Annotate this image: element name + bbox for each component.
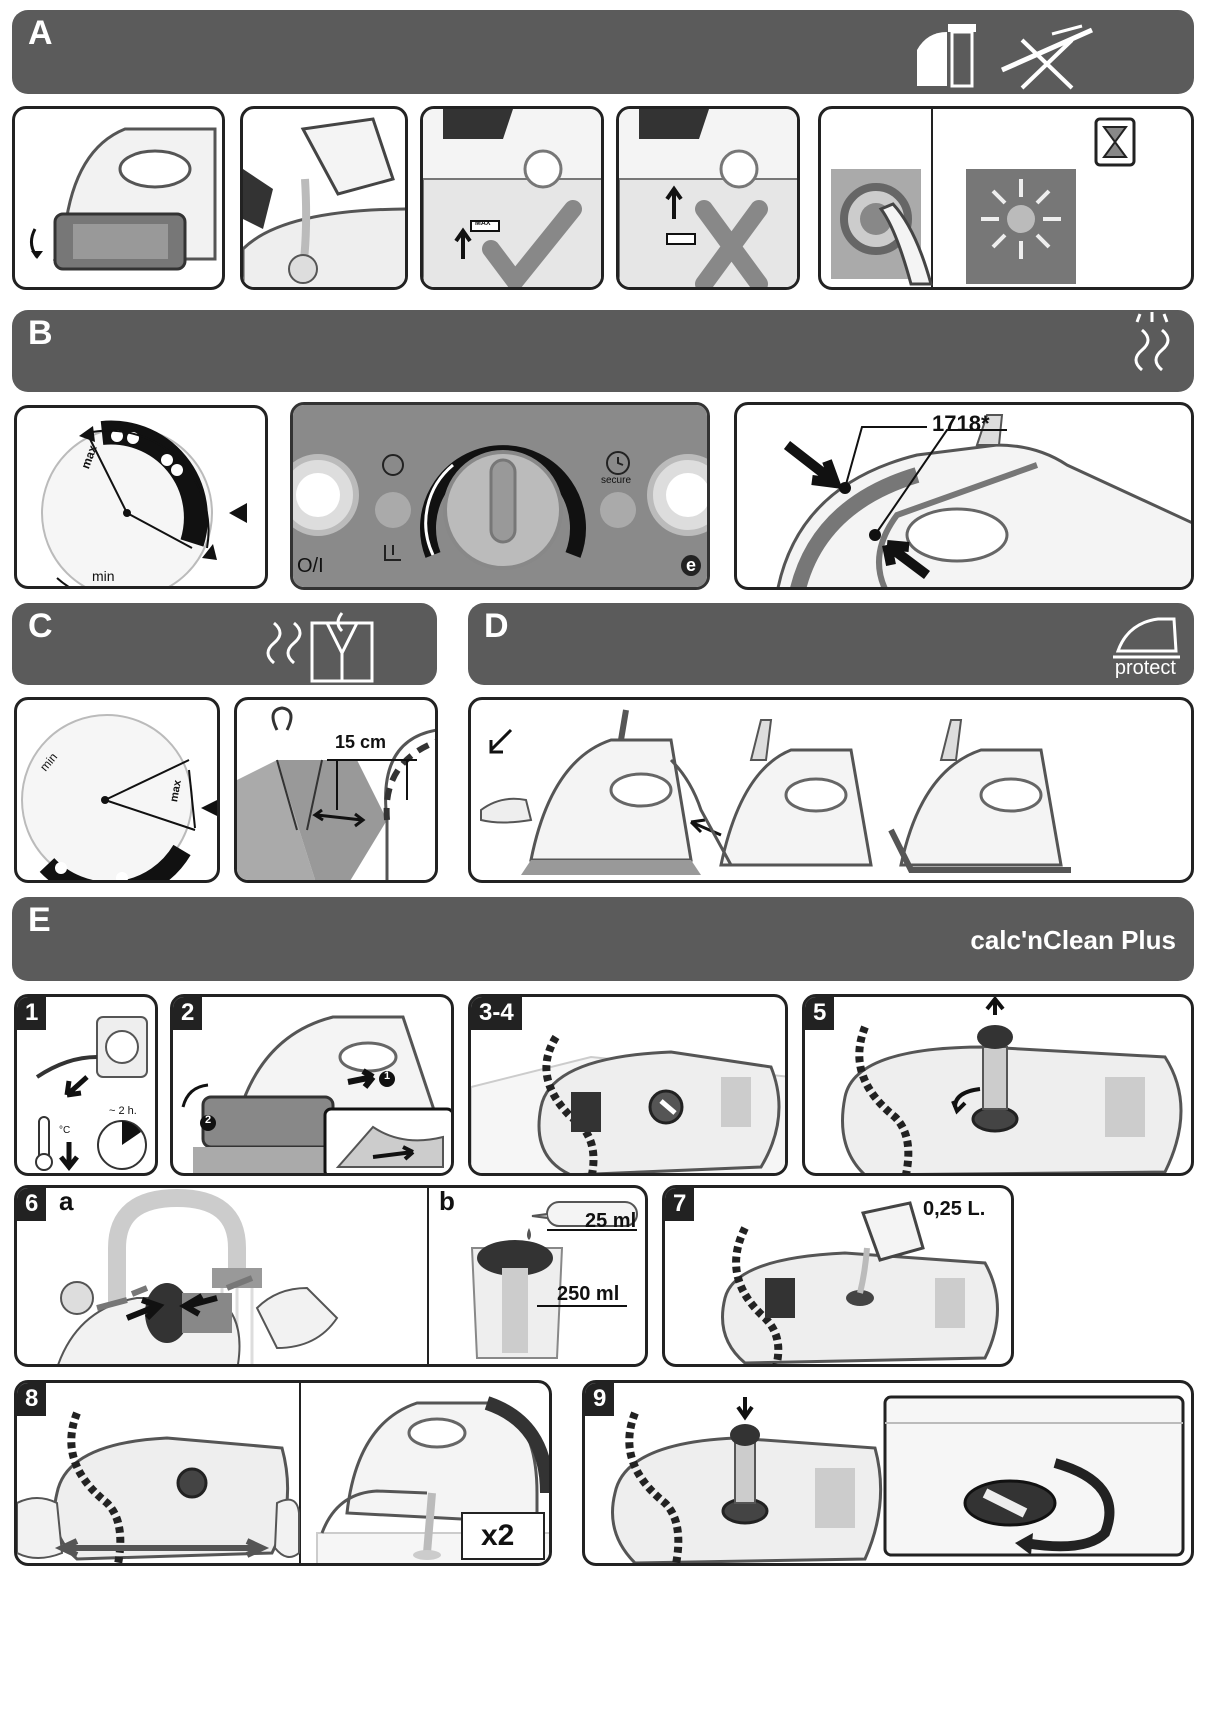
storage-icon [917,24,1094,90]
jacket-steam-illustration [237,706,435,880]
max-label: MAX [475,220,491,227]
a-step-power-on [818,106,1194,290]
callout-2: 2 [205,1114,212,1126]
b-steam-dial: max min [14,405,268,589]
step-3-4-number: 3-4 [471,997,522,1030]
step-5-remove-cap: 5 [802,994,1194,1176]
step-9-number: 9 [585,1383,615,1416]
step-7-fill-descaler: 7 0,25 L. [662,1185,1014,1367]
eco-label: e [681,555,702,576]
section-d-letter: D [484,607,509,645]
onoff-label: O/I [297,555,324,577]
step-2-number: 2 [173,997,203,1030]
soleplate-cover-illustration [480,709,1071,875]
replace-cap-illustration [611,1395,1185,1563]
steam-icon [1134,312,1170,372]
protect-label: protect [1114,657,1176,679]
time-label: ~ 2 h. [109,1105,137,1117]
steam-dial-illustration [41,420,247,586]
vertical-steam-icon [266,612,374,683]
volume-label: 0,25 L. [923,1198,986,1220]
b-iron-buttons: 1718* [734,402,1194,590]
section-d-header: D protect [468,603,1194,685]
base-over-sink-illustration [471,1034,785,1173]
callout-1: 1 [384,1070,391,1082]
section-e-letter: E [28,901,51,939]
step-1-number: 1 [17,997,47,1030]
repeat-label: x2 [481,1519,515,1552]
step-6-sub-b: b [439,1186,455,1216]
volume-25ml: 25 ml [585,1210,637,1232]
rinse-descale-illustration [57,1188,638,1364]
step-6-sub-a: a [59,1186,74,1216]
shake-empty-illustration [17,1396,549,1563]
b-dial-min-label: min [92,568,115,584]
secure-label: secure [601,475,632,486]
step-5-number: 5 [805,997,835,1030]
section-a-header: A [12,10,1194,94]
temp-label: °C [59,1125,71,1136]
b-control-panel: O/I secure e [290,402,710,590]
pour-solution-illustration [721,1201,999,1364]
a-step-fill-water [240,106,408,290]
step-3-4-tilt: 3-4 [468,994,788,1176]
section-e-header: E calc'nClean Plus [12,897,1194,981]
iron-model-label: 1718* [932,411,990,436]
section-c-header: C [12,603,437,685]
section-b-letter: B [28,314,53,352]
c-vertical-steam: 15 cm [234,697,438,883]
protect-soleplate-icon [1113,617,1180,659]
max-level-wrong-illustration [619,109,797,287]
step-9-replace-cap: 9 [582,1380,1194,1566]
a-step-open-lock [12,106,225,290]
calc-clean-title: calc'nClean Plus [970,925,1176,955]
c-steam-dial: min max [14,697,220,883]
section-c-letter: C [28,607,53,645]
volume-250ml: 250 ml [557,1283,620,1305]
step-8-number: 8 [17,1383,47,1416]
step-7-number: 7 [665,1188,695,1221]
power-button-illustration [831,117,1136,286]
a-step-max-correct: MAX [420,106,604,290]
step-1-unplug: 1 °C ~ 2 h. [14,994,158,1176]
distance-label: 15 cm [335,732,387,752]
section-a-letter: A [28,14,53,52]
step-2-unlock: 2 1 2 [170,994,454,1176]
iron-lock-illustration [30,127,217,271]
section-b-header: B [12,310,1194,392]
step-6-number: 6 [17,1188,47,1221]
remove-cap-illustration [841,997,1183,1173]
vertical-steam-dial-illustration [21,714,217,880]
fill-tank-illustration [243,117,405,287]
iron-unlock-illustration [181,1015,451,1173]
unplug-cool-illustration [35,1016,148,1172]
step-8-shake-empty: 8 x2 [14,1380,552,1566]
iron-steam-trigger-illustration [776,414,1191,587]
d-protect-soleplate [468,697,1194,883]
step-6-rinse-cap: 6 a b 25 ml 250 ml [14,1185,648,1367]
a-step-max-wrong [616,106,800,290]
max-level-correct-illustration [423,109,601,287]
control-panel-illustration [293,405,707,587]
